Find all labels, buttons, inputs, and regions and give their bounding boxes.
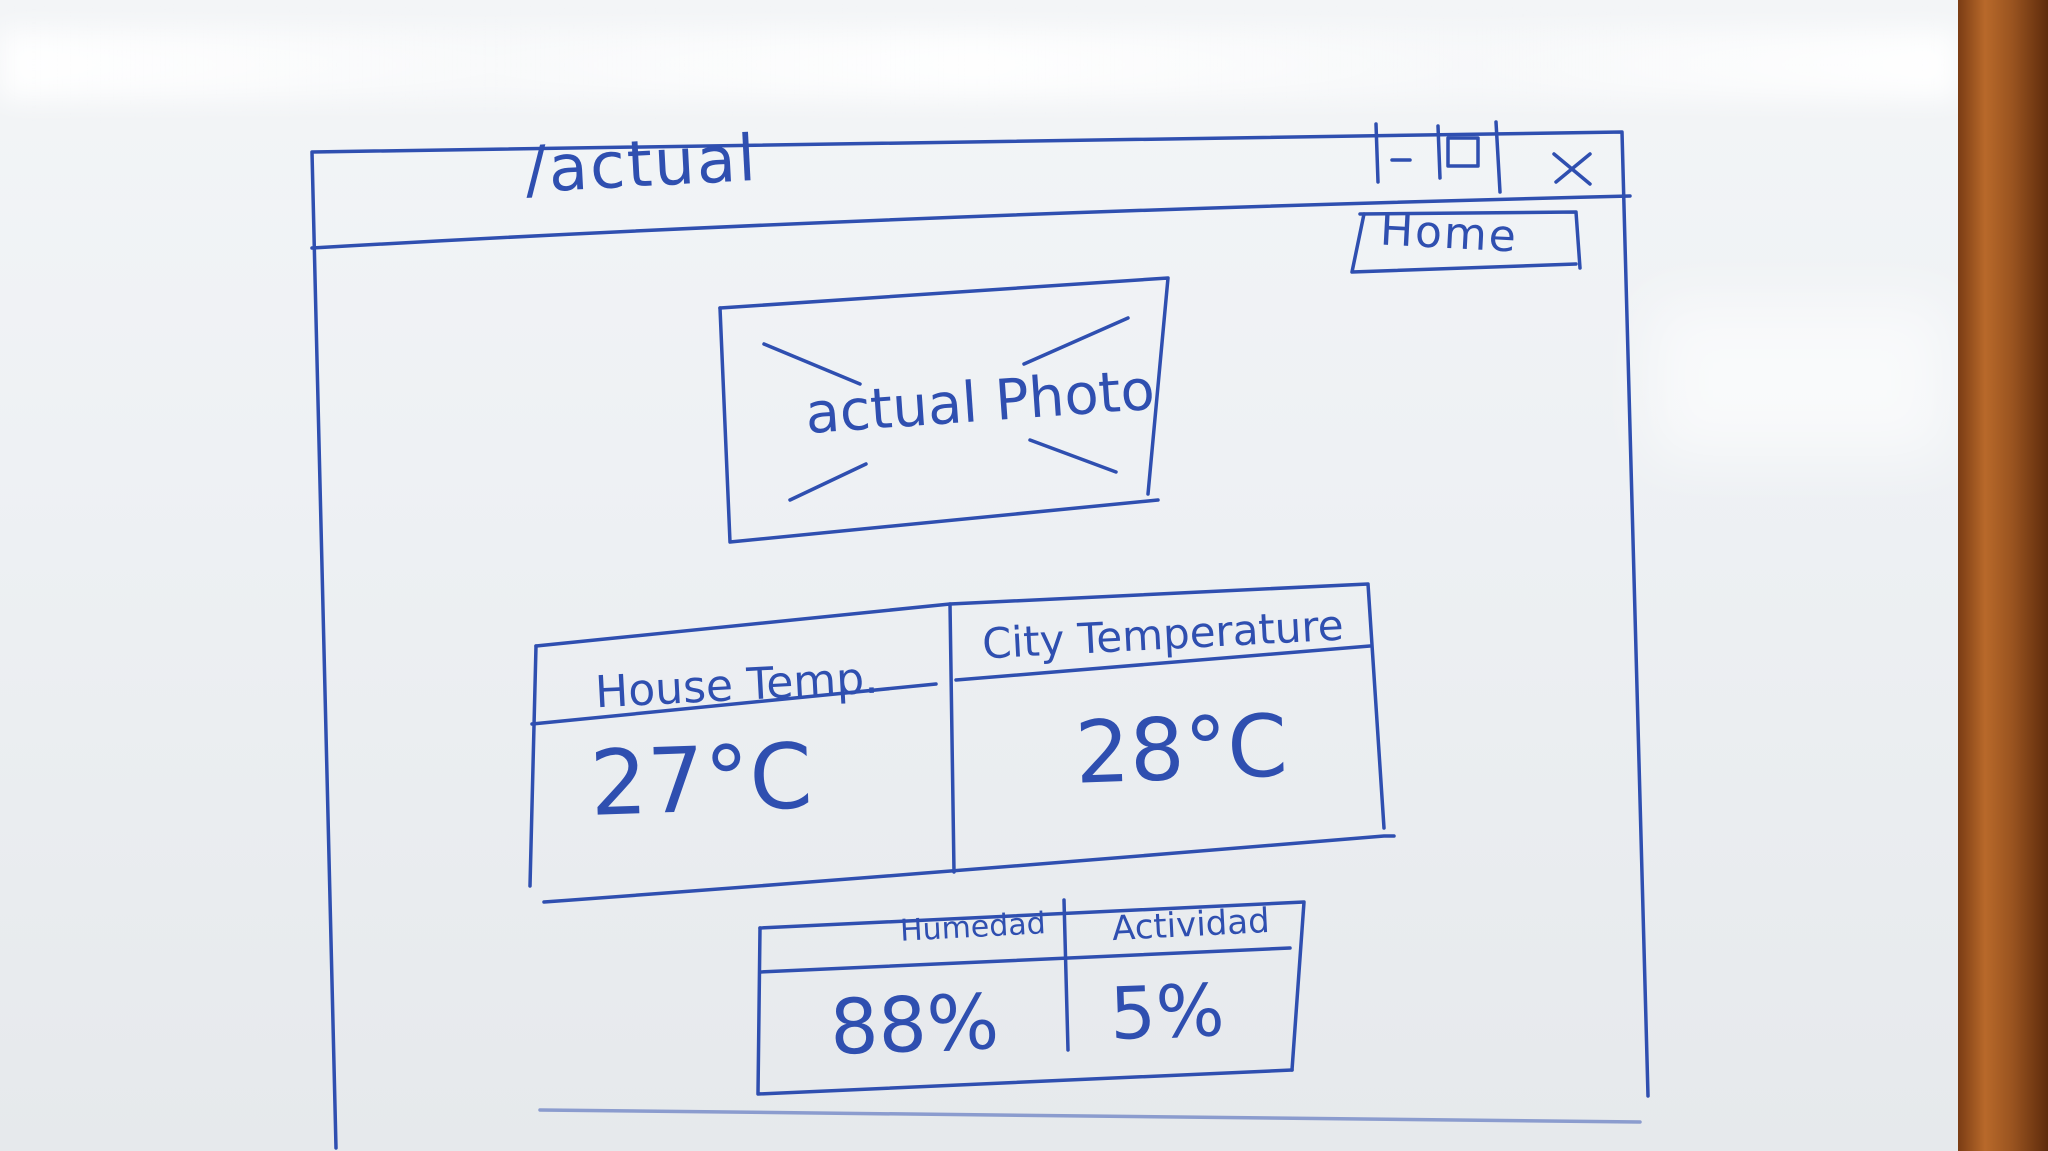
photo-cross-1: [762, 342, 862, 386]
humidity-value: 88%: [828, 977, 1001, 1072]
title-bar-divider: [310, 194, 1632, 250]
house-temp-value: 27°C: [588, 724, 815, 837]
photo-cross-4: [1028, 438, 1118, 474]
city-temp-value: 28°C: [1073, 696, 1290, 804]
photo-cross-2: [1022, 316, 1130, 366]
window-bottom-line: [538, 1108, 1642, 1124]
light-glare: [0, 30, 1958, 100]
maximize-icon: [1436, 124, 1480, 180]
photo-cross-3: [788, 462, 868, 502]
window-frame: [310, 130, 1650, 1150]
house-header-line: [530, 682, 938, 726]
control-separator-left: [1374, 122, 1380, 184]
home-button[interactable]: Home: [1378, 204, 1520, 263]
temp-table-divider: [948, 602, 956, 874]
home-button-outline: [1350, 210, 1582, 274]
activity-label: Actividad: [1111, 900, 1271, 950]
city-header-line: [954, 644, 1372, 682]
activity-value: 5%: [1108, 968, 1226, 1056]
stats-header-line: [758, 946, 1292, 974]
window-title: /actual: [523, 121, 760, 209]
stats-table-outline: [756, 898, 1306, 1096]
temperature-table-outline: [528, 582, 1396, 904]
photo-placeholder-outline: [718, 276, 1170, 544]
close-icon: [1552, 152, 1592, 186]
whiteboard-background: [0, 0, 1958, 1151]
wooden-frame: [1958, 0, 2048, 1151]
stats-table-divider: [1062, 898, 1070, 1052]
light-glare-right: [1650, 300, 1950, 460]
window-controls: [1374, 120, 1592, 194]
control-separator-right: [1494, 120, 1502, 194]
